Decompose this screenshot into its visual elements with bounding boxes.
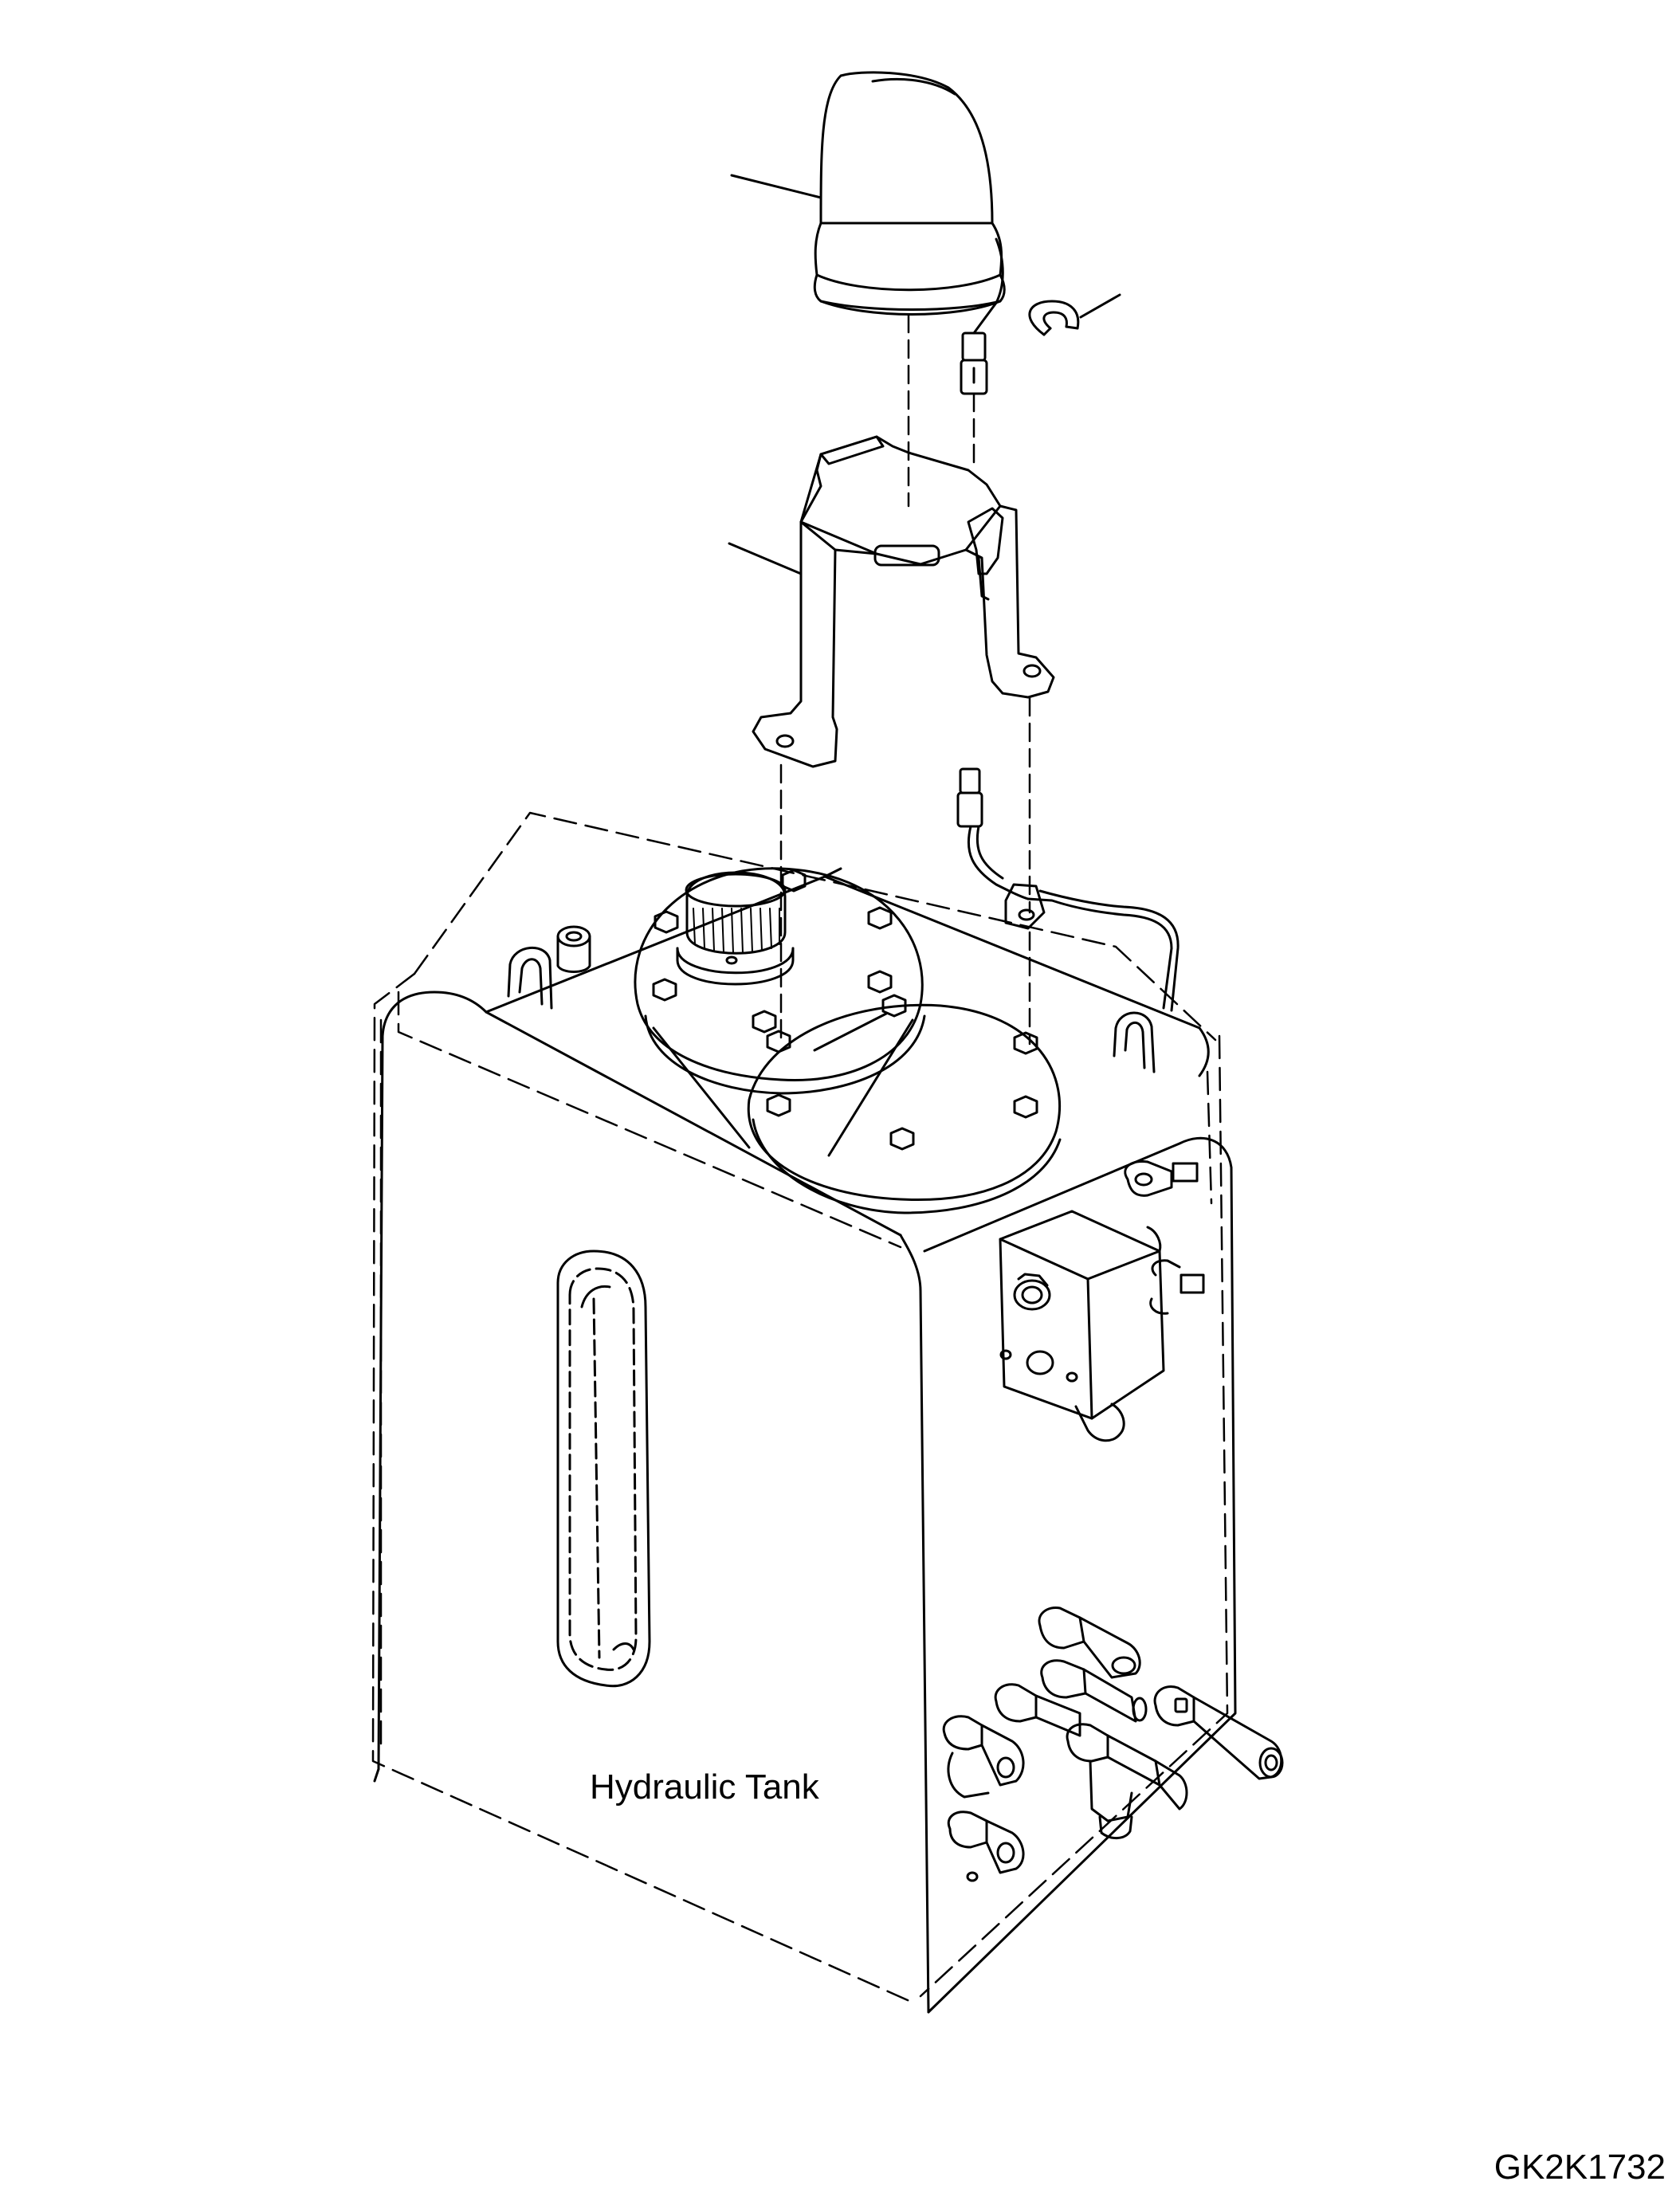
- leader-line-bracket: [728, 542, 803, 575]
- beacon-lamp-icon: [813, 71, 1006, 395]
- wire-harness-connector-icon: [956, 767, 1180, 1012]
- tank-solid-outline: [373, 867, 1237, 2014]
- hydraulic-fitting-icon: [942, 1606, 1284, 1882]
- tank-label: Hydraulic Tank: [590, 1767, 819, 1807]
- terminal-lug-icon: [1124, 1159, 1205, 1315]
- drawing-number: GK2K1732: [1494, 2148, 1666, 2187]
- hydraulic-tank: [371, 811, 1229, 2006]
- leader-line-clip: [1079, 293, 1121, 319]
- mounting-bracket-icon: [752, 435, 1055, 768]
- cover-plate-main: [747, 1003, 1062, 1214]
- lifting-eye-right-icon: [1113, 1011, 1156, 1073]
- leader-line-beacon: [730, 174, 822, 199]
- retaining-clip-icon: [1028, 300, 1080, 336]
- cover-bolts: [652, 869, 1038, 1151]
- boss-icon: [556, 925, 591, 973]
- valve-block-icon: [999, 1210, 1165, 1442]
- sight-gauge-icon: [556, 1250, 651, 1688]
- lifting-eye-left-icon: [507, 947, 553, 1010]
- filler-cap-icon: [676, 871, 795, 986]
